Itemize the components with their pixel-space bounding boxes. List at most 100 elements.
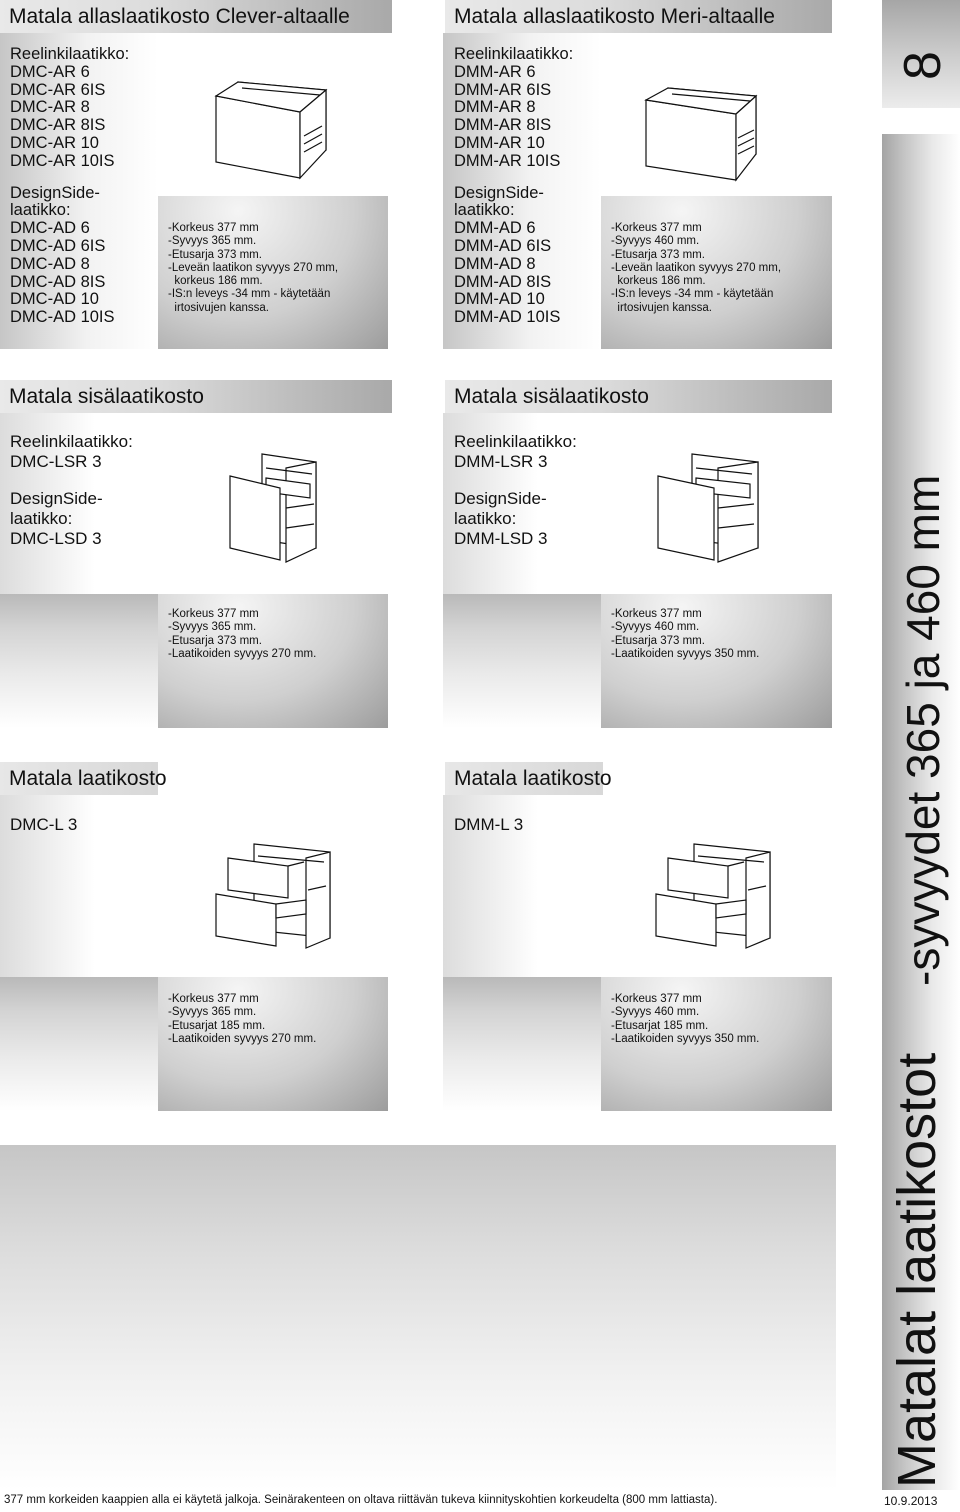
spec-line: -Etusarjat 185 mm. bbox=[168, 1019, 266, 1032]
sisa-dmc-lower-panel bbox=[0, 594, 158, 728]
spec-line: -Korkeus 377 mm bbox=[611, 608, 702, 620]
product-code: DMC-L 3 bbox=[10, 815, 78, 834]
design-label: laatikko: bbox=[454, 509, 517, 528]
product-code: DMM-L 3 bbox=[454, 815, 524, 834]
wide-drawer-drawing bbox=[214, 81, 328, 180]
footer-date: 10.9.2013 bbox=[884, 1494, 938, 1508]
sisa-dmc-spec-panel bbox=[158, 594, 388, 728]
spec-line: -Etusarja 373 mm. bbox=[611, 248, 705, 261]
laat-dmm-lower-panel bbox=[443, 977, 601, 1111]
product-code: DMM-AR 10IS bbox=[454, 151, 561, 170]
sidebar-category-text: Matalat laatikostot bbox=[887, 1052, 947, 1488]
reelin-label: Reelinkilaatikko: bbox=[454, 45, 574, 63]
product-code: DMC-AD 6IS bbox=[10, 236, 106, 255]
laat-dmc-spec-panel bbox=[158, 977, 388, 1111]
sisa-dmc-section-title: Matala sisälaatikosto bbox=[0, 380, 392, 413]
spec-line: irtosivujen kanssa. bbox=[168, 301, 269, 314]
design-label: DesignSide- bbox=[454, 489, 547, 508]
laat-dmc-specs: -Korkeus 377 mm -Syvyys 365 mm. -Etusarj… bbox=[168, 993, 316, 1046]
product-code: DMM-AR 6IS bbox=[454, 80, 552, 99]
spec-line: korkeus 186 mm. bbox=[168, 275, 263, 288]
reelin-label: Reelinkilaatikko: bbox=[10, 432, 133, 451]
clever-spec-panel bbox=[158, 196, 388, 349]
inner-drawer-cabinet-drawing bbox=[657, 453, 759, 563]
clever-specs: -Korkeus 377 mm -Syvyys 365 mm. -Etusarj… bbox=[168, 222, 338, 315]
product-code: DMC-AR 6IS bbox=[10, 80, 106, 99]
sisa-dmc-product-list: Reelinkilaatikko: DMC-LSR 3 DesignSide- … bbox=[10, 432, 133, 549]
spec-line: -IS:n leveys -34 mm - käytetään bbox=[168, 288, 331, 301]
design-label: DesignSide- bbox=[10, 489, 103, 508]
design-label: DesignSide- bbox=[10, 183, 100, 202]
laat-dmm-specs: -Korkeus 377 mm -Syvyys 460 mm. -Etusarj… bbox=[611, 993, 759, 1046]
spec-line: -Etusarjat 185 mm. bbox=[611, 1019, 709, 1032]
product-code: DMM-LSR 3 bbox=[454, 452, 548, 471]
meri-section-title: Matala allaslaatikosto Meri-altaalle bbox=[445, 0, 832, 33]
product-code: DMM-AD 10 bbox=[454, 290, 545, 309]
laat-dmc-section-title: Matala laatikosto bbox=[0, 762, 167, 795]
design-label: laatikko: bbox=[10, 201, 71, 220]
spec-line: -Korkeus 377 mm bbox=[168, 222, 259, 234]
spec-line: -Korkeus 377 mm bbox=[611, 222, 702, 234]
design-label: DesignSide- bbox=[454, 183, 544, 202]
sidebar-strip bbox=[882, 134, 960, 1490]
laat-dmc-product-list: DMC-L 3 bbox=[10, 816, 77, 834]
product-code: DMC-AR 10 bbox=[10, 133, 99, 152]
two-drawer-cabinet-drawing bbox=[655, 843, 771, 949]
product-code: DMM-AR 6 bbox=[454, 62, 536, 81]
product-code: DMM-AR 8 bbox=[454, 98, 536, 117]
two-drawer-cabinet-drawing bbox=[215, 843, 331, 949]
spec-line: -Etusarja 373 mm. bbox=[168, 248, 262, 261]
meri-product-list: Reelinkilaatikko: DMM-AR 6 DMM-AR 6IS DM… bbox=[454, 45, 574, 327]
spec-line: -Syvyys 460 mm. bbox=[611, 621, 700, 634]
sisa-dmm-product-list: Reelinkilaatikko: DMM-LSR 3 DesignSide- … bbox=[454, 432, 577, 549]
laat-dmc-lower-panel bbox=[0, 977, 158, 1111]
clever-product-list: Reelinkilaatikko: DMC-AR 6 DMC-AR 6IS DM… bbox=[10, 45, 129, 327]
laat-dmc-bottom-panel bbox=[0, 1145, 836, 1490]
product-code: DMC-AR 10IS bbox=[10, 151, 115, 170]
spec-line: -Laatikoiden syvyys 350 mm. bbox=[611, 1032, 760, 1045]
sisa-dmm-specs: -Korkeus 377 mm -Syvyys 460 mm. -Etusarj… bbox=[611, 608, 759, 661]
product-code: DMC-AD 10IS bbox=[10, 308, 115, 327]
spec-line: -Korkeus 377 mm bbox=[168, 608, 259, 620]
sisa-dmm-section-title: Matala sisälaatikosto bbox=[445, 380, 832, 413]
meri-list-panel bbox=[443, 33, 601, 349]
product-code: DMC-AD 6 bbox=[10, 219, 90, 238]
spec-line: -Korkeus 377 mm bbox=[611, 993, 702, 1005]
product-code: DMM-AD 8 bbox=[454, 254, 536, 273]
product-code: DMC-AD 8IS bbox=[10, 272, 106, 291]
spec-line: -Laatikoiden syvyys 270 mm. bbox=[168, 647, 317, 660]
sisa-dmm-lower-panel bbox=[443, 594, 601, 728]
clever-section-title: Matala allaslaatikosto Clever-altaalle bbox=[0, 0, 392, 33]
spec-line: -IS:n leveys -34 mm - käytetään bbox=[611, 288, 774, 301]
spec-line: -Etusarja 373 mm. bbox=[168, 634, 262, 647]
sisa-dmm-spec-panel bbox=[601, 594, 832, 728]
reelin-label: Reelinkilaatikko: bbox=[454, 432, 577, 451]
design-label: laatikko: bbox=[10, 509, 73, 528]
product-code: DMC-AR 6 bbox=[10, 62, 90, 81]
page-number: 8 bbox=[894, 51, 952, 80]
spec-line: irtosivujen kanssa. bbox=[611, 301, 712, 314]
product-code: DMC-AR 8IS bbox=[10, 116, 106, 135]
product-code: DMM-AD 6IS bbox=[454, 236, 552, 255]
inner-drawer-cabinet-drawing bbox=[229, 453, 317, 563]
spec-line: -Syvyys 460 mm. bbox=[611, 235, 700, 248]
wide-drawer-drawing bbox=[644, 87, 758, 182]
spec-line: -Syvyys 365 mm. bbox=[168, 1006, 257, 1019]
footer-note: 377 mm korkeiden kaappien alla ei käytet… bbox=[4, 1494, 718, 1506]
product-code: DMM-AD 8IS bbox=[454, 272, 552, 291]
product-code: DMM-LSD 3 bbox=[454, 529, 548, 548]
product-code: DMC-LSD 3 bbox=[10, 529, 102, 548]
page-number-tab bbox=[882, 0, 960, 108]
product-code: DMM-AR 10 bbox=[454, 133, 545, 152]
spec-line: -Syvyys 460 mm. bbox=[611, 1006, 700, 1019]
design-label: laatikko: bbox=[454, 201, 515, 220]
spec-line: -Leveän laatikon syvyys 270 mm, bbox=[168, 261, 339, 274]
spec-line: -Syvyys 365 mm. bbox=[168, 621, 257, 634]
spec-line: -Etusarja 373 mm. bbox=[611, 634, 705, 647]
sidebar-depth-text: -syvyydet 365 ja 460 mm bbox=[897, 474, 949, 986]
laat-dmm-product-list: DMM-L 3 bbox=[454, 816, 523, 834]
product-code: DMC-AD 8 bbox=[10, 254, 90, 273]
meri-specs: -Korkeus 377 mm -Syvyys 460 mm. -Etusarj… bbox=[611, 222, 781, 315]
clever-list-panel bbox=[0, 33, 158, 349]
meri-spec-panel bbox=[601, 196, 832, 349]
